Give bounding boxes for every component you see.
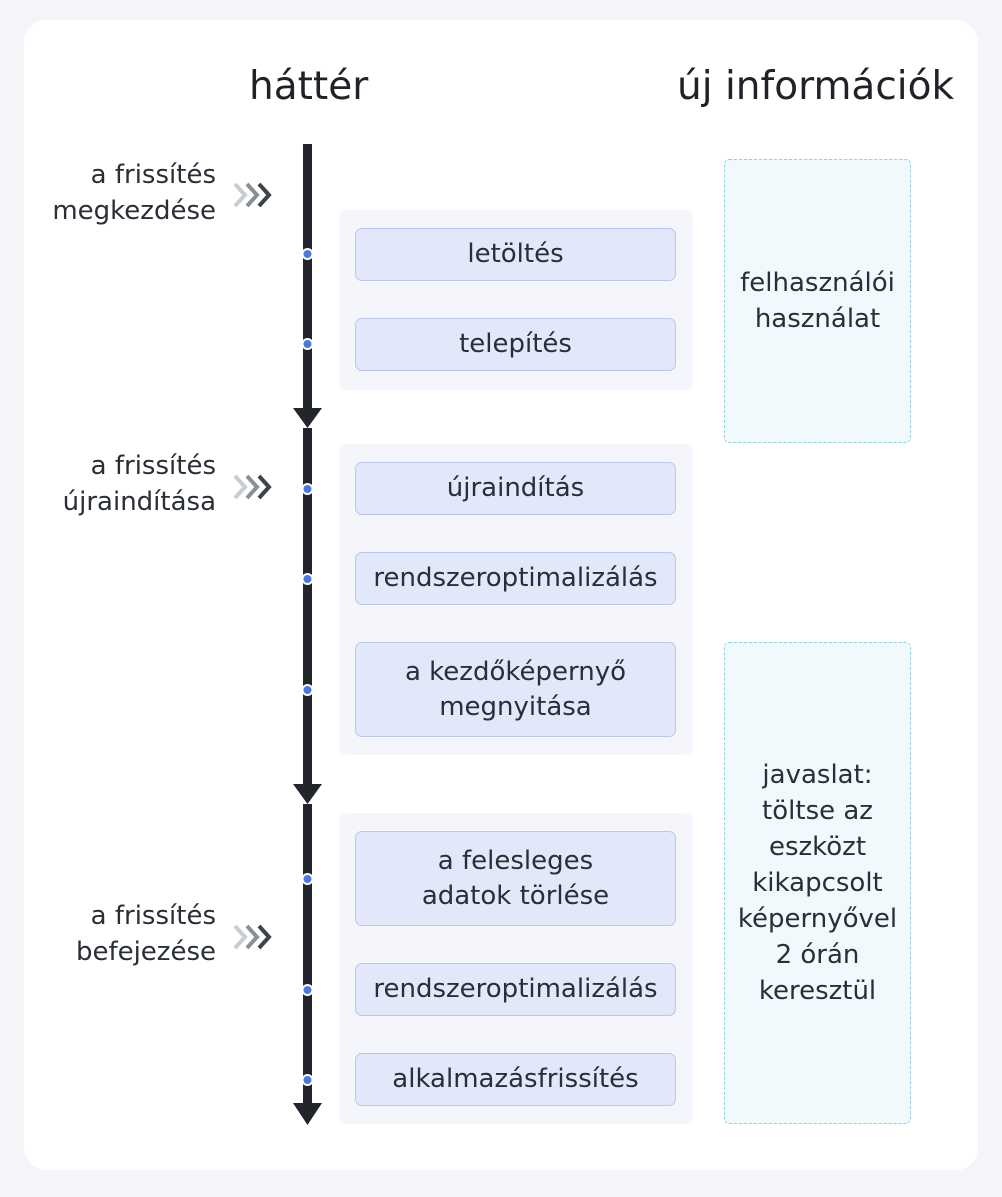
note-user-usage: felhasználói használat [724,159,911,443]
step-open-home-screen: a kezdőképernyő megnyitása [355,642,676,737]
stage-label-start: a frissítés megkezdése [52,160,216,226]
step-install: telepítés [355,318,676,371]
step-download: letöltés [355,228,676,281]
stage-label-restart: a frissítés újraindítása [62,451,216,517]
step-system-optimization: rendszeroptimalizálás [355,552,676,605]
chevron-right-icon [233,474,272,500]
header-new-info: új információk [677,64,955,109]
chevron-right-icon [233,182,272,208]
stage-label-finish: a frissítés befejezése [75,901,216,967]
note-suggestion: javaslat: töltse az eszközt kikapcsolt k… [724,642,911,1124]
step-delete-unneeded-data: a felesleges adatok törlése [355,831,676,926]
step-system-optimization-2: rendszeroptimalizálás [355,963,676,1016]
step-restart: újraindítás [355,462,676,515]
chevron-right-icon [233,924,272,950]
step-app-update: alkalmazásfrissítés [355,1053,676,1106]
header-background: háttér [249,64,369,109]
